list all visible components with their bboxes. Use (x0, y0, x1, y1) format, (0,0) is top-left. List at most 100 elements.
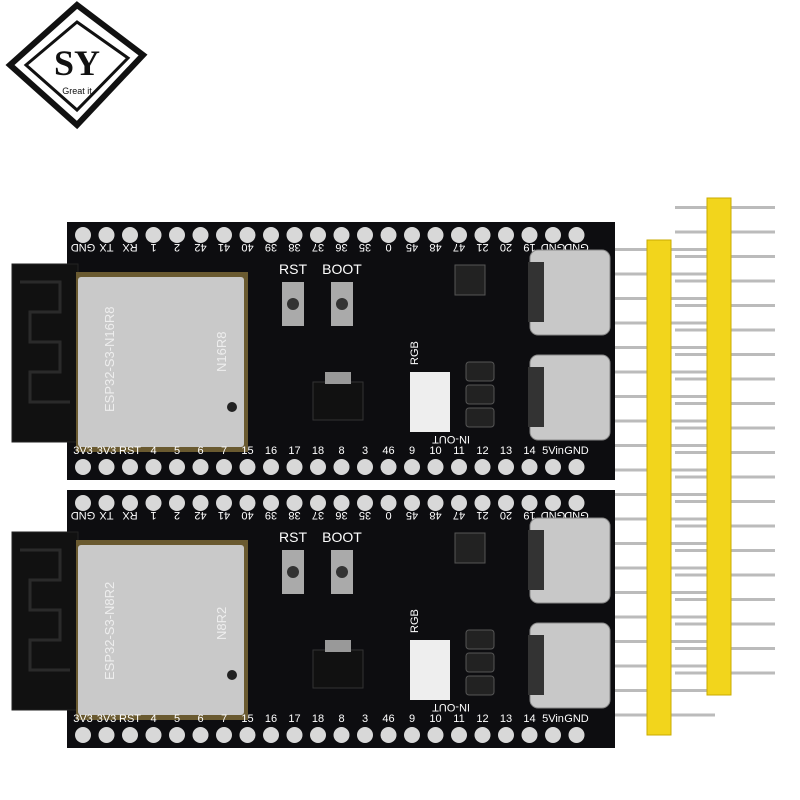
bottom-pin-label: 7 (221, 445, 227, 457)
regulator-tab (325, 372, 351, 384)
pin-hole (427, 727, 444, 743)
top-pin-label: 48 (429, 241, 441, 253)
pin-hole (98, 727, 115, 743)
top-pin-label: 40 (241, 241, 253, 253)
pin-hole (357, 459, 373, 475)
pin-hole (521, 727, 538, 743)
pin-hole (498, 459, 514, 475)
pin-header (675, 197, 775, 696)
pin-hole (380, 459, 397, 475)
pin-hole (333, 727, 350, 743)
top-pin-label: 20 (500, 509, 512, 521)
rst-label: RST (279, 261, 307, 277)
rgb-led (410, 640, 450, 700)
pin-hole (427, 227, 444, 243)
bottom-pin-label: 46 (382, 713, 394, 725)
bottom-pin-label: 6 (197, 713, 203, 725)
bottom-pin-label: 5 (174, 445, 180, 457)
pin-hole (427, 495, 444, 511)
pin-hole (263, 459, 279, 475)
diode (465, 384, 495, 405)
rgb-led (410, 372, 450, 432)
pin-hole (75, 227, 91, 243)
top-pin-label: 38 (288, 509, 300, 521)
bottom-pin-label: 3 (362, 713, 368, 725)
top-pin-label: TX (99, 509, 114, 521)
module-dot (227, 670, 237, 680)
pin-hole (263, 227, 279, 243)
pin-hole (521, 495, 538, 511)
pin-hole (568, 227, 585, 243)
chip (454, 532, 486, 564)
top-pin-label: 0 (385, 509, 391, 521)
module-shield (78, 277, 244, 447)
bottom-pin-label: 3V3 (73, 713, 93, 725)
pin-hole (122, 727, 138, 743)
diode (465, 629, 495, 650)
bottom-pin-label: 3V3 (97, 713, 117, 725)
pin-hole (286, 495, 303, 511)
rgb-label: RGB (409, 341, 421, 365)
bottom-pin-label: 5Vin (542, 445, 564, 457)
inout-label: IN-OUT (432, 701, 470, 713)
regulator-tab (325, 640, 351, 652)
pin-hole (498, 227, 514, 243)
pin-hole (216, 495, 232, 511)
pin-hole (357, 495, 373, 511)
top-pin-label: 2 (174, 509, 180, 521)
usb-c-pins (528, 262, 544, 322)
pin-hole (333, 227, 350, 243)
pin-hole (310, 459, 326, 475)
top-pin-label: 40 (241, 509, 253, 521)
pin-hole (310, 227, 326, 243)
module-short-label: N8R2 (214, 607, 229, 640)
pin-hole (145, 459, 162, 475)
bottom-pin-label: 3V3 (97, 445, 117, 457)
pin-hole (333, 459, 350, 475)
top-pin-label: 2 (174, 241, 180, 253)
top-pin-label: TX (99, 241, 114, 253)
button-cap (336, 566, 348, 578)
pin-hole (545, 227, 561, 243)
pin-hole (192, 459, 209, 475)
antenna-area (11, 531, 79, 711)
top-pin-label: 45 (406, 509, 418, 521)
pin-hole (145, 727, 162, 743)
pin-hole (404, 495, 420, 511)
top-pin-label: 0 (385, 241, 391, 253)
pin-hole (427, 459, 444, 475)
pin-hole (451, 495, 467, 511)
pin-hole (263, 727, 279, 743)
top-pin-label: 39 (265, 241, 277, 253)
pin-hole (310, 727, 326, 743)
bottom-pin-label: 16 (265, 445, 277, 457)
diode (465, 407, 495, 428)
diode (465, 361, 495, 382)
pin-hole (568, 727, 585, 743)
pin-hole (122, 459, 138, 475)
top-pin-label: 35 (359, 241, 371, 253)
pin-hole (169, 227, 185, 243)
module-dot (227, 402, 237, 412)
pin-hole (404, 459, 420, 475)
header-plastic (646, 239, 672, 736)
top-pin-label: 48 (429, 509, 441, 521)
bottom-pin-label: 12 (476, 445, 488, 457)
rst-label: RST (279, 529, 307, 545)
pin-hole (498, 727, 514, 743)
pin-hole (521, 459, 538, 475)
top-pin-label: 37 (312, 241, 324, 253)
bottom-pin-label: 17 (288, 445, 300, 457)
chip (454, 264, 486, 296)
button-cap (336, 298, 348, 310)
header-plastic (706, 197, 732, 696)
antenna-area (11, 263, 79, 443)
module-label: ESP32-S3-N8R2 (102, 582, 117, 680)
pin-hole (169, 495, 185, 511)
bottom-pin-label: 13 (500, 445, 512, 457)
pin-hole (145, 495, 162, 511)
pin-hole (192, 495, 209, 511)
